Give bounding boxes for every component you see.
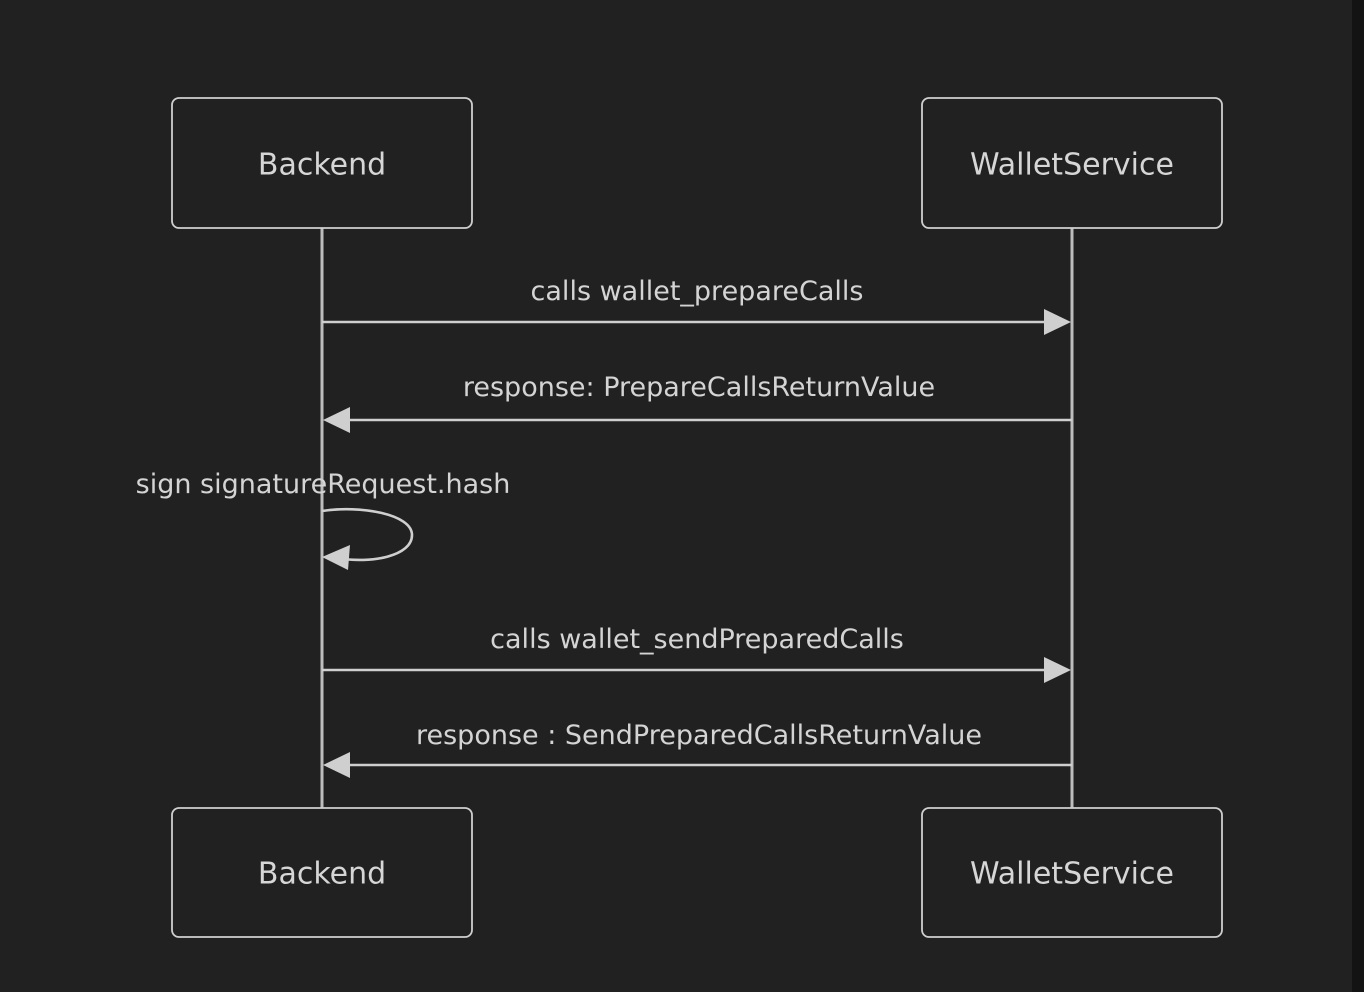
message-label: sign signatureRequest.hash xyxy=(136,469,511,500)
arrow-head-left-icon xyxy=(323,752,350,778)
message-sign-signaturerequest-hash[interactable]: sign signatureRequest.hash xyxy=(136,469,511,570)
actor-label-backend-bottom: Backend xyxy=(258,857,386,892)
arrow-head-right-icon xyxy=(1044,309,1071,335)
actor-label-backend-top: Backend xyxy=(258,148,386,183)
self-loop-path xyxy=(321,507,414,562)
message-response-sendpreparedcallsreturnvalue[interactable]: response : SendPreparedCallsReturnValue xyxy=(323,720,1072,778)
actor-box-rect xyxy=(171,97,473,229)
actor-label-walletservice-top: WalletService xyxy=(970,148,1174,183)
message-label: response: PrepareCallsReturnValue xyxy=(463,372,935,403)
actor-box-rect xyxy=(171,807,473,938)
actor-box-rect xyxy=(921,807,1223,938)
arrow-head-right-icon xyxy=(1044,657,1071,683)
message-label: calls wallet_prepareCalls xyxy=(531,276,864,307)
actor-box-walletservice-top[interactable]: WalletService xyxy=(921,97,1223,229)
arrow-head-left-icon xyxy=(323,407,350,433)
message-response-preparecallsreturnvalue[interactable]: response: PrepareCallsReturnValue xyxy=(323,372,1072,433)
message-calls-wallet-preparecalls[interactable]: calls wallet_prepareCalls xyxy=(322,276,1071,335)
message-label: response : SendPreparedCallsReturnValue xyxy=(416,720,982,751)
arrow-head-left-icon xyxy=(322,545,350,570)
actor-box-rect xyxy=(921,97,1223,229)
message-calls-wallet-sendpreparedcalls[interactable]: calls wallet_sendPreparedCalls xyxy=(322,624,1071,683)
actor-box-backend-bottom[interactable]: Backend xyxy=(171,807,473,938)
actor-box-backend-top[interactable]: Backend xyxy=(171,97,473,229)
actor-label-walletservice-bottom: WalletService xyxy=(970,857,1174,892)
right-edge-strip xyxy=(1352,0,1364,992)
actor-box-walletservice-bottom[interactable]: WalletService xyxy=(921,807,1223,938)
message-label: calls wallet_sendPreparedCalls xyxy=(490,624,904,655)
